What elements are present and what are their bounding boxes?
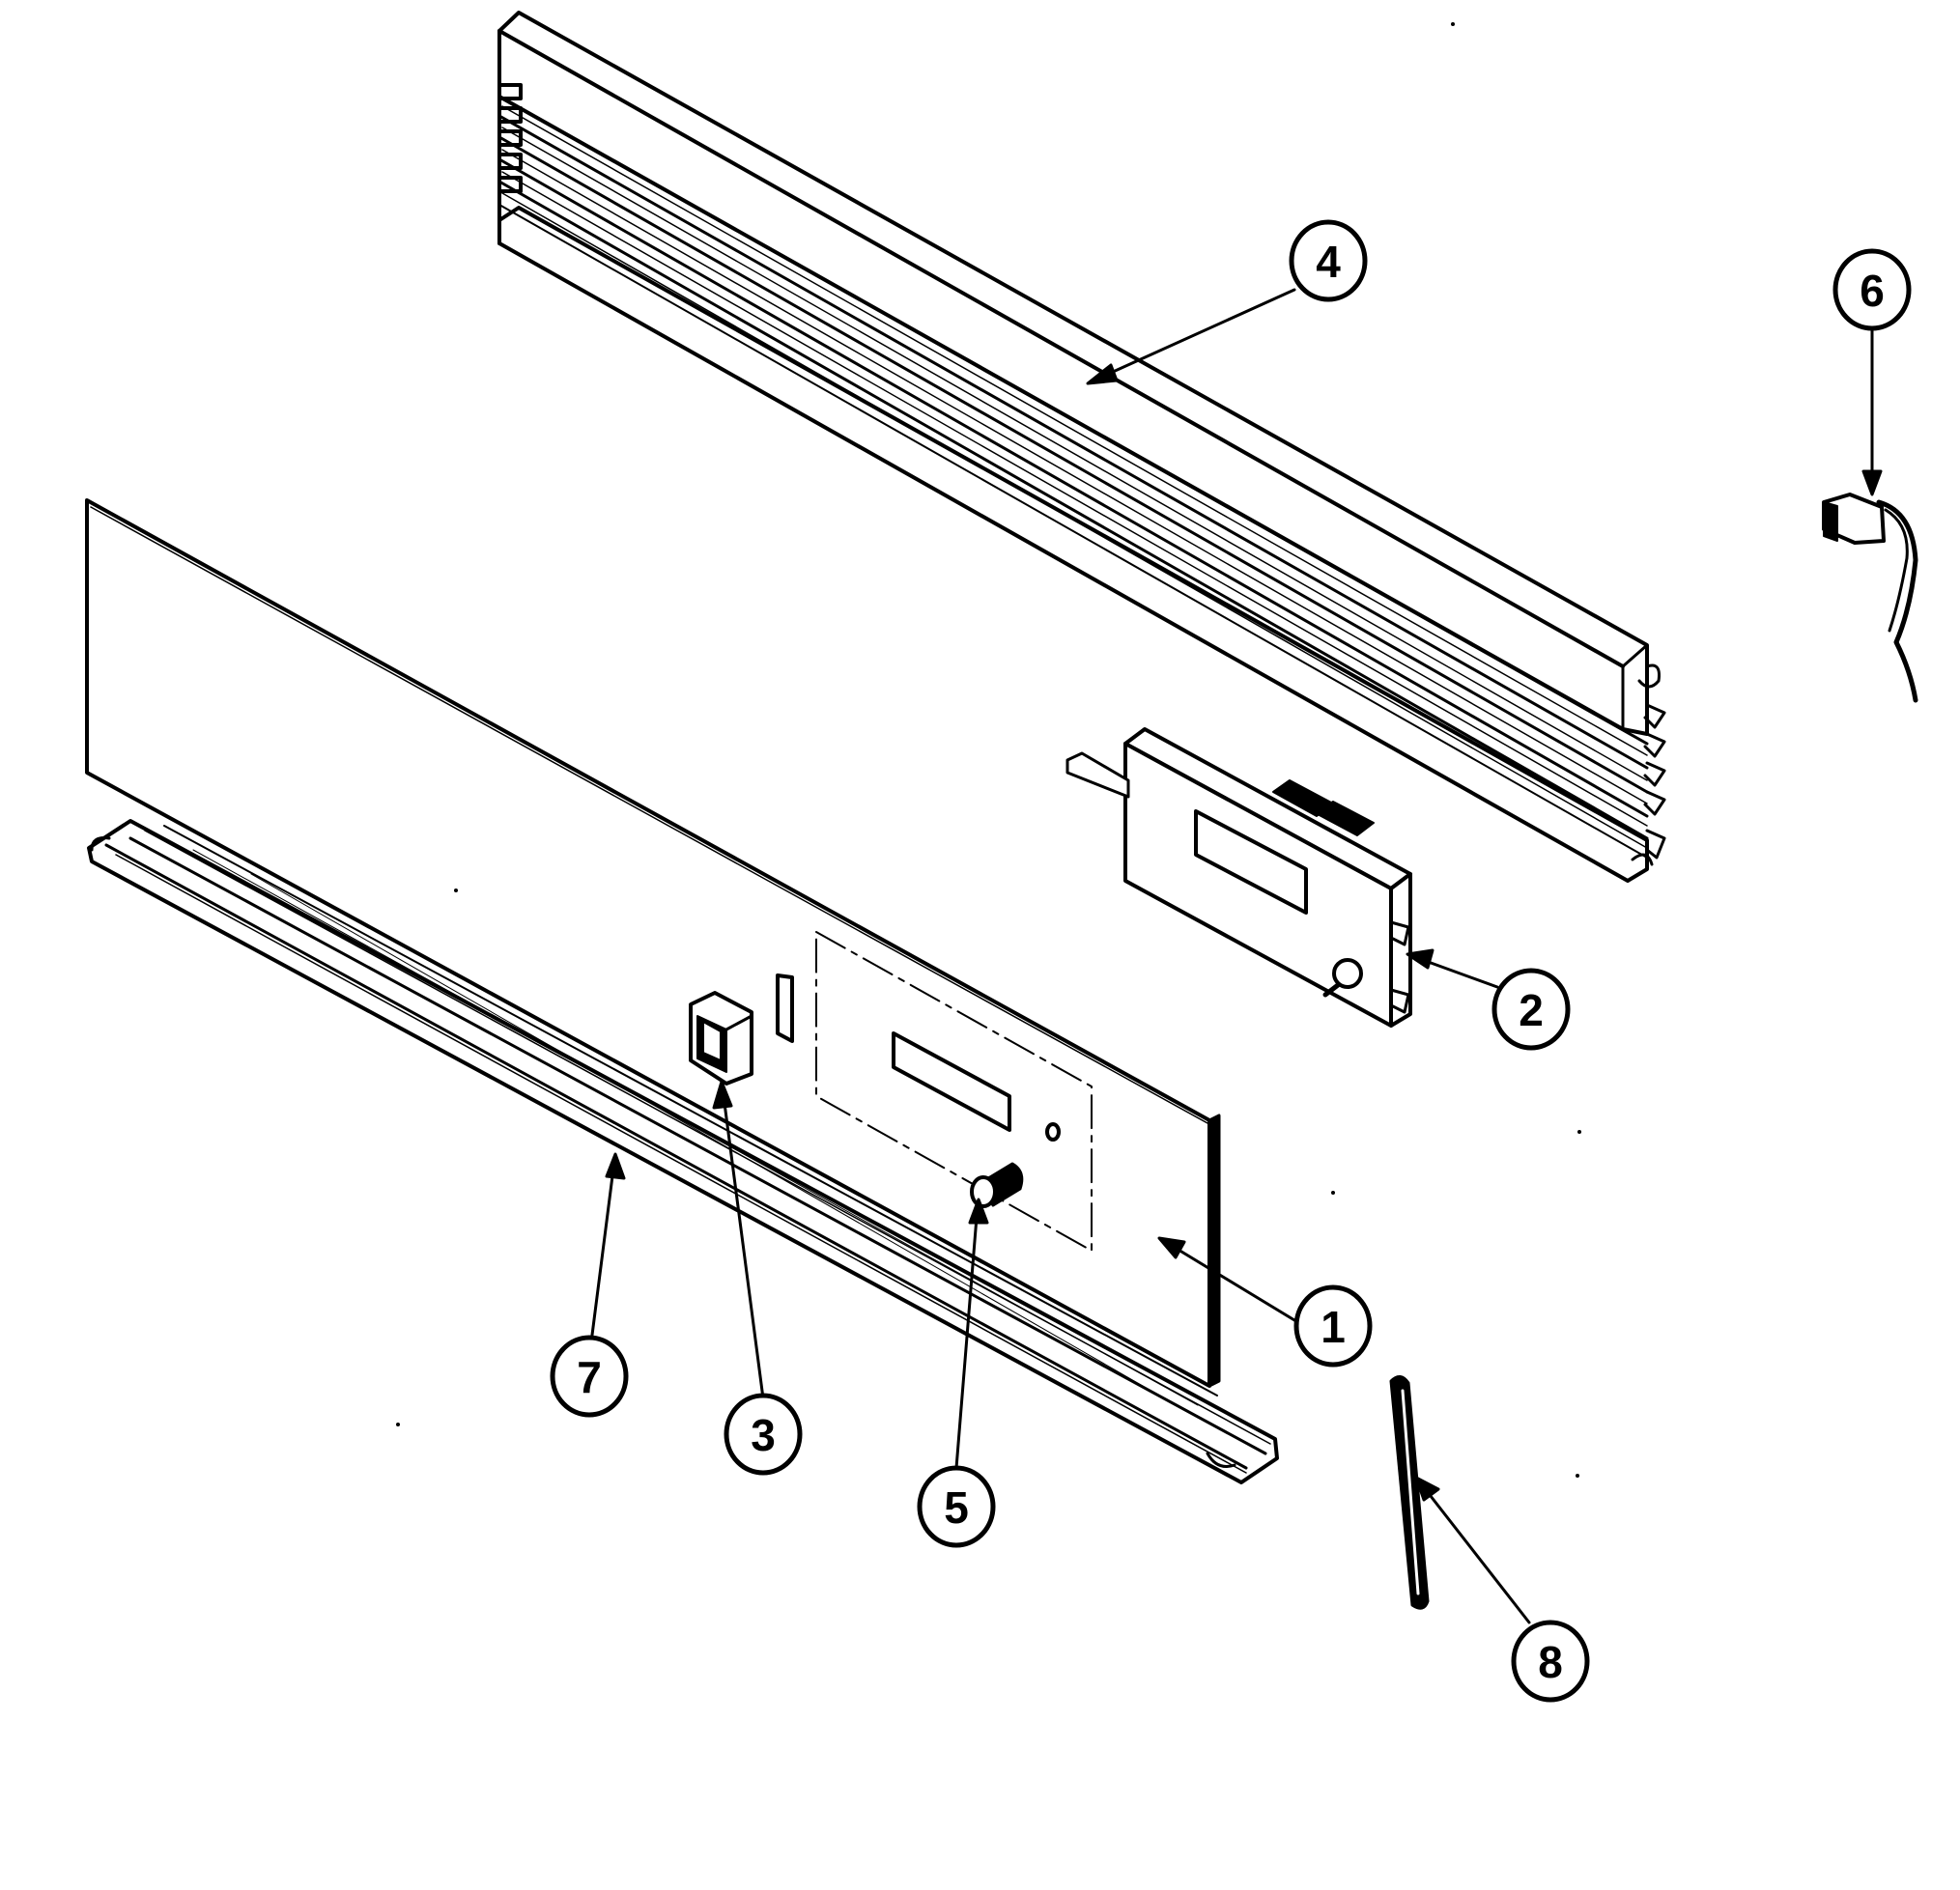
callout-1: 1	[1293, 1284, 1373, 1368]
trim-rail-part-4	[497, 11, 1666, 883]
wire-lead-part-6	[1822, 493, 1918, 703]
callout-label-8: 8	[1538, 1637, 1563, 1687]
callout-2: 2	[1491, 968, 1571, 1051]
callout-label-1: 1	[1321, 1302, 1346, 1352]
callout-label-3: 3	[751, 1410, 776, 1460]
trim-strip-part-8	[1389, 1375, 1430, 1610]
callout-label-6: 6	[1860, 266, 1885, 316]
callout-7: 7	[550, 1335, 629, 1418]
control-panel-part-1	[85, 498, 1221, 1388]
leader-lines	[589, 288, 1883, 1624]
rocker-switch-part-3	[689, 991, 753, 1086]
bottom-trim-part-7	[87, 819, 1279, 1484]
callout-label-2: 2	[1519, 985, 1544, 1035]
callout-5: 5	[917, 1465, 996, 1548]
callout-4: 4	[1289, 219, 1368, 302]
callout-label-7: 7	[577, 1352, 602, 1402]
callout-label-4: 4	[1316, 237, 1341, 287]
callout-8: 8	[1511, 1620, 1590, 1703]
callout-label-5: 5	[944, 1482, 969, 1533]
control-module-part-2	[1065, 727, 1412, 1028]
callout-3: 3	[724, 1393, 803, 1476]
callout-6: 6	[1832, 248, 1912, 331]
